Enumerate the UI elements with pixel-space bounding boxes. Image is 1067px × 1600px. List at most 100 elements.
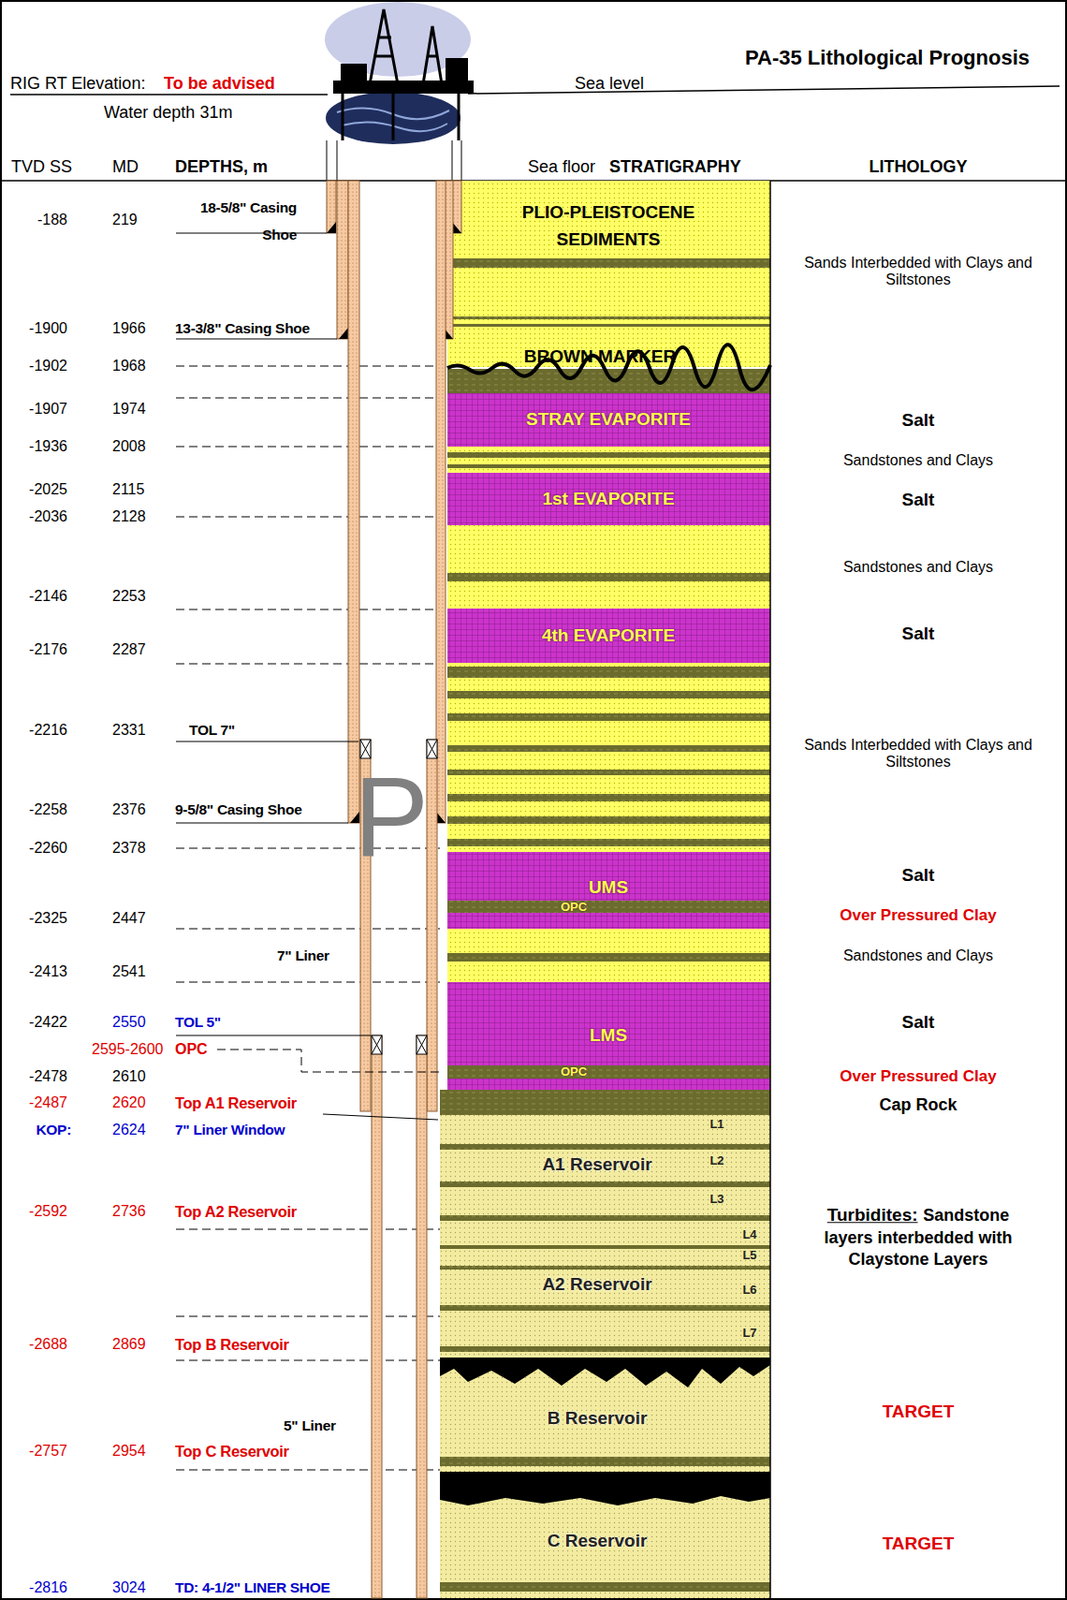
lithology-text: Sandstones and Clays (843, 558, 994, 576)
casing-annotation: 18-5/8" Casing Shoe (175, 193, 297, 249)
casing-string (326, 180, 337, 234)
depth-value: 2736 (112, 1202, 147, 1220)
depth-line (175, 397, 440, 399)
depth-line (175, 1359, 440, 1361)
depth-value: -2757 (29, 1442, 68, 1460)
unit-name: STRAY EVAPORITE (526, 409, 691, 430)
depth-line (175, 1315, 440, 1317)
layer-label: L1 (709, 1117, 724, 1132)
horizon-annotation: Top A2 Reservoir (175, 1202, 297, 1221)
depth-value: -2478 (29, 1067, 68, 1085)
strata-band: PLIO-PLEISTOCENE SEDIMENTS (447, 180, 771, 342)
depth-value: -1936 (29, 438, 68, 455)
header-text: MD (112, 157, 139, 177)
lithology-text: Over Pressured Clay (839, 1067, 996, 1086)
depth-value: 1968 (112, 357, 147, 375)
lithology-text: Cap Rock (878, 1095, 957, 1115)
watermark: P (353, 760, 429, 873)
depth-value: 219 (112, 211, 138, 229)
strata-layer (439, 1345, 771, 1352)
strata-layer (439, 1304, 771, 1311)
strata-layer (447, 900, 771, 913)
lithology-text: Salt (902, 1011, 936, 1033)
casing-string (416, 1035, 427, 1598)
unit-name: UMS (588, 876, 629, 898)
strata-layer (447, 666, 771, 678)
depth-value: -2413 (29, 963, 68, 980)
depth-value: 2287 (112, 641, 147, 658)
lithology-note: Turbidites:Sandstone layers interbedded … (801, 1203, 1036, 1271)
strata-layer (447, 1065, 771, 1079)
depth-line (175, 1228, 440, 1230)
casing-annotation: TOL 7" (189, 721, 235, 739)
depth-value: 2253 (112, 587, 147, 605)
depth-line (175, 1469, 440, 1471)
liner-hanger (426, 739, 438, 759)
depth-value: -2260 (29, 839, 68, 857)
evaporite-band: UMSOPC (447, 851, 771, 929)
layer-label: L5 (742, 1248, 757, 1263)
depth-value: -1902 (29, 357, 68, 375)
depth-value: -2036 (29, 508, 68, 526)
unit-name: LMS (589, 1024, 628, 1046)
strata-layer (447, 793, 771, 802)
depth-value: 2620 (112, 1094, 147, 1111)
target-label: TARGET (882, 1401, 955, 1422)
strata-layer (447, 838, 771, 847)
header-text: Sea floor (527, 157, 596, 177)
casing-shoe (326, 221, 337, 234)
header-text: TVD SS (11, 157, 73, 177)
casing-string (371, 1035, 382, 1598)
strata-layer (439, 1244, 771, 1249)
strata-layer (447, 452, 771, 458)
evaporite-band: 4th EVAPORITE (447, 608, 771, 663)
unit-name: C Reservoir (547, 1530, 648, 1551)
casing-annotation: 13-3/8" Casing Shoe (175, 320, 310, 337)
depth-value: -2487 (29, 1094, 68, 1111)
strata-layer (447, 769, 771, 775)
strata-layer (447, 952, 771, 962)
liner-hanger (426, 739, 438, 759)
depth-value: 2624 (112, 1121, 147, 1139)
strata-layer (439, 1471, 771, 1598)
strata-layer (439, 1089, 771, 1115)
column-header: STRATIGRAPHY (609, 157, 742, 177)
layer-label: L4 (742, 1227, 757, 1243)
depth-value: -2422 (29, 1013, 68, 1031)
strata-layer (447, 928, 771, 982)
strata-layer (447, 572, 771, 582)
depth-value: 2331 (112, 721, 147, 739)
strata-layer (447, 316, 771, 320)
horizon-annotation: Top C Reservoir (175, 1442, 290, 1461)
evaporite-band: 1st EVAPORITE (447, 472, 771, 526)
layer-label: OPC (560, 1065, 587, 1080)
strata-layer (447, 745, 771, 752)
depth-value: -2025 (29, 481, 68, 498)
reservoir-band: B Reservoir (439, 1357, 771, 1472)
evaporite-band: STRAY EVAPORITE (447, 393, 771, 447)
liner-annotation: TD: 4-1/2" LINER SHOE (175, 1578, 331, 1596)
lithology-text: Sands Interbedded with Clays and Siltsto… (791, 254, 1045, 290)
unit-name: 1st EVAPORITE (541, 488, 674, 510)
lithology-text: Sands Interbedded with Clays and Siltsto… (791, 736, 1045, 772)
strata-layer (447, 472, 771, 526)
depth-value: -2816 (29, 1578, 68, 1596)
header-text: RIG RT Elevation: (10, 73, 146, 94)
depth-value: -1900 (29, 320, 68, 337)
liner-annotation: TOL 5" (175, 1013, 221, 1031)
horizon-annotation: Top A1 Reservoir (175, 1094, 297, 1112)
opc-annotation: OPC (175, 1040, 208, 1058)
casing-shoe (338, 327, 349, 339)
reservoir-band: C Reservoir (439, 1471, 771, 1598)
lithology-text: Salt (902, 623, 936, 644)
strata-layer (447, 816, 771, 824)
lithology-text: Salt (902, 489, 936, 511)
strata-layer (439, 1581, 771, 1592)
evaporite-band: LMS OPC (447, 981, 771, 1090)
strata-layer (447, 368, 771, 394)
strata-layer (447, 464, 771, 468)
depth-line (175, 981, 440, 983)
depth-line (175, 516, 440, 518)
unit-name: 4th EVAPORITE (541, 625, 675, 646)
